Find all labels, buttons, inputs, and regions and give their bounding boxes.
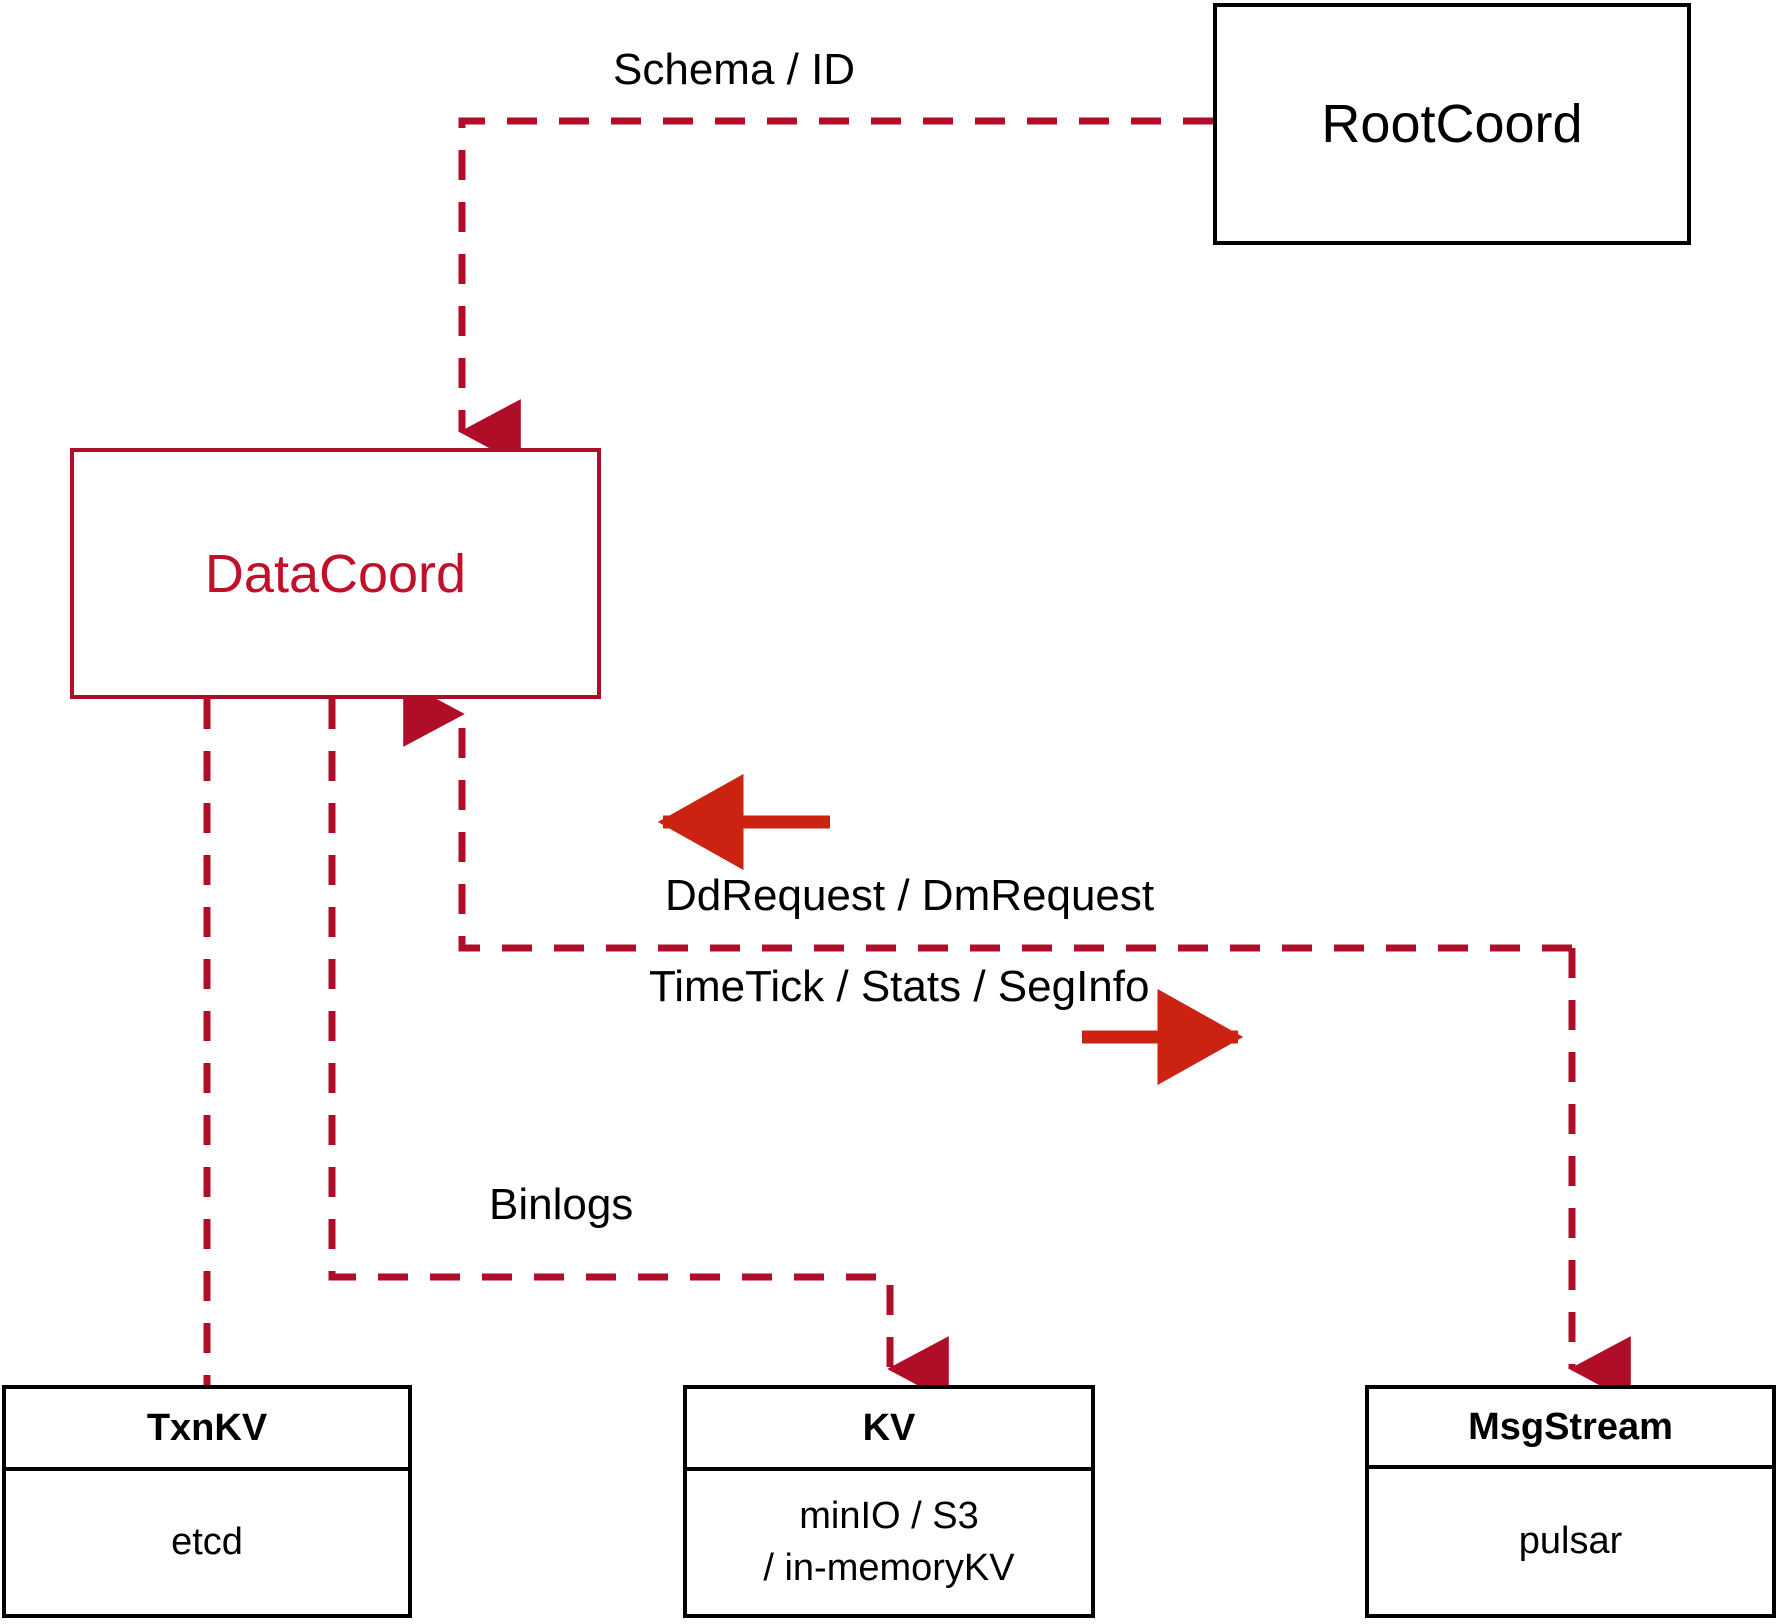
node-datacoord-label: DataCoord	[204, 543, 467, 604]
node-msgstream-impl: pulsar	[1369, 1469, 1772, 1614]
node-kv-impl-line-2: / in-memoryKV	[763, 1546, 1015, 1589]
node-txnkv[interactable]: TxnKV etcd	[2, 1385, 412, 1618]
edge-binlogs	[328, 699, 949, 1402]
node-rootcoord[interactable]: RootCoord	[1213, 3, 1691, 245]
node-kv-impl-line-1: minIO / S3	[799, 1495, 979, 1538]
node-datacoord[interactable]: DataCoord	[70, 448, 601, 699]
node-rootcoord-label: RootCoord	[1321, 94, 1583, 154]
node-kv[interactable]: KV minIO / S3 / in-memoryKV	[683, 1385, 1095, 1618]
node-msgstream[interactable]: MsgStream pulsar	[1365, 1385, 1776, 1618]
node-kv-title: KV	[687, 1389, 1091, 1471]
edge-label-timetick-stats-seginfo: TimeTick / Stats / SegInfo	[649, 962, 1150, 1011]
node-txnkv-title: TxnKV	[6, 1389, 408, 1471]
node-txnkv-impl: etcd	[6, 1471, 408, 1614]
node-msgstream-title: MsgStream	[1369, 1389, 1772, 1469]
edge-schema-id	[458, 117, 1213, 465]
edge-label-schema-id: Schema / ID	[613, 45, 856, 94]
edge-ddrequest-dmrequest	[403, 681, 1572, 952]
node-msgstream-impl-line-1: pulsar	[1518, 1519, 1623, 1562]
edge-label-ddrequest-dmrequest: DdRequest / DmRequest	[665, 871, 1155, 920]
edge-label-binlogs: Binlogs	[489, 1180, 634, 1229]
node-kv-impl: minIO / S3 / in-memoryKV	[687, 1471, 1091, 1614]
node-txnkv-impl-line-1: etcd	[171, 1520, 243, 1563]
